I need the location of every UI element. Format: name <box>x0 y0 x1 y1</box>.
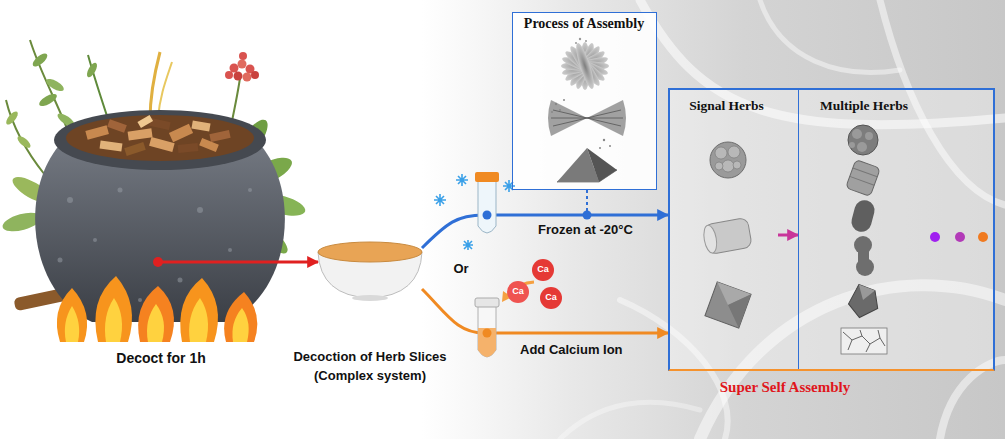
assembly-sketches <box>512 12 657 220</box>
step-caption: Decoction of Herb Slices (Complex system… <box>265 348 475 386</box>
decoction-bowl: Decoction of Herb Slices (Complex system… <box>318 240 422 297</box>
flow-arrow <box>422 289 668 333</box>
or-label: Or <box>448 261 474 278</box>
step-caption: Decoct for 1h <box>25 350 297 367</box>
frozen-tube <box>434 172 515 250</box>
flow-arrow <box>422 215 668 248</box>
column-heading: Signal Herbs <box>675 98 778 114</box>
decoction-pot-drawing <box>35 110 285 342</box>
signal-herbs-column: Signal Herbs <box>675 90 778 369</box>
calcium-ions <box>502 259 562 309</box>
box-heading: Process of Assembly <box>513 16 655 33</box>
result-panel: Super Self AssemblySignal HerbsMultiple … <box>668 88 995 371</box>
edge-label: Frozen at -20°C <box>538 222 663 237</box>
panel-caption: Super Self Assembly <box>678 378 892 396</box>
ion-label: Ca <box>540 292 562 304</box>
calcium-tube <box>475 298 499 357</box>
edge-label: Add Calcium Ion <box>520 342 645 357</box>
bowl-drawing <box>318 242 422 301</box>
multiple-herbs-column: Multiple Herbs <box>798 90 993 369</box>
flow-arrow <box>778 234 798 237</box>
column-heading: Multiple Herbs <box>799 98 929 114</box>
decoction-pot: Decoct for 1h <box>45 128 277 336</box>
particle-micrographs <box>668 88 995 371</box>
flow-arrow <box>277 261 318 264</box>
ion-label: Ca <box>532 264 554 276</box>
ion-label: Ca <box>507 286 529 298</box>
assembly-process-box: Process of Assembly <box>512 12 657 190</box>
